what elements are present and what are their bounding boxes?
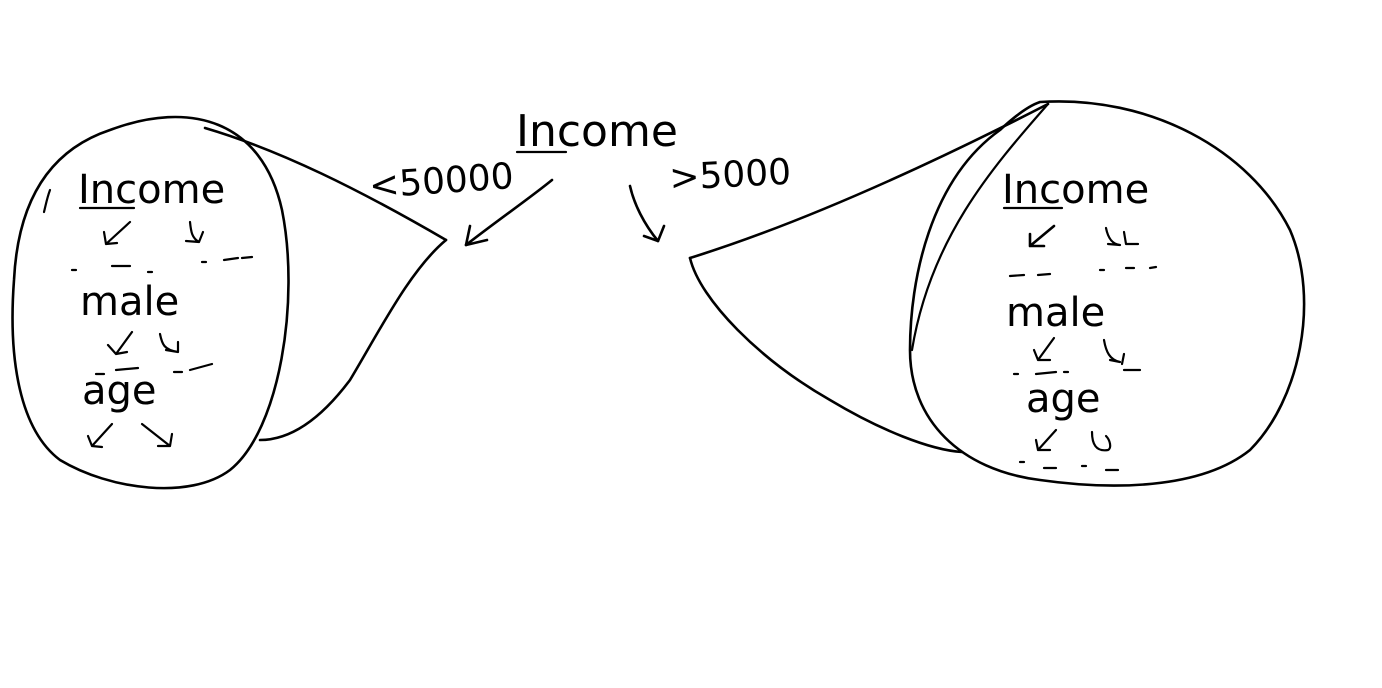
- left-edge-label: <50000: [368, 156, 515, 207]
- right-values-placeholder: [1008, 265, 1158, 278]
- right-values-placeholder: [1018, 460, 1120, 472]
- left-arrow-icon: [184, 220, 205, 244]
- left-callout-upper-edge: [203, 126, 448, 242]
- right-values-placeholder: [1012, 368, 1142, 376]
- right-branch-arrowhead: [642, 224, 666, 243]
- right-arrow-icon: [1032, 336, 1056, 362]
- root-node: Income: [515, 106, 678, 157]
- right-arrow-icon: [1104, 226, 1140, 247]
- right-arrow-icon: [1034, 428, 1058, 452]
- left-branch-arrowhead: [464, 224, 489, 247]
- left-sub-node-3: age: [82, 368, 157, 414]
- left-sub-node-2: male: [80, 279, 179, 325]
- left-arrow-icon: [86, 422, 114, 449]
- right-subtree-bubble: [908, 100, 1306, 487]
- left-arrow-icon: [140, 422, 174, 448]
- left-callout-lower-edge: [258, 238, 448, 442]
- left-branch-arrow: [464, 178, 554, 247]
- right-callout-upper-edge: [688, 102, 1050, 260]
- left-subtree-bubble: [11, 115, 290, 490]
- right-sub-node-2: male: [1006, 290, 1105, 336]
- right-branch-arrow: [628, 184, 660, 243]
- left-values-placeholder: [94, 362, 214, 376]
- right-sub-node-3: age: [1026, 376, 1101, 422]
- right-arrow-icon: [1090, 430, 1112, 452]
- left-bubble-stray-mark: [42, 188, 52, 214]
- left-arrow-icon: [158, 332, 180, 354]
- right-arrow-icon: [1102, 338, 1126, 366]
- left-arrow-icon: [102, 220, 132, 246]
- right-arrow-icon: [1028, 224, 1056, 248]
- left-arrow-icon: [106, 330, 134, 356]
- right-edge-label: >5000: [668, 152, 792, 199]
- right-sub-node-1: Income: [1002, 167, 1149, 213]
- left-values-placeholder: [70, 255, 254, 274]
- left-branch: <50000 Income male age: [11, 115, 554, 490]
- left-sub-node-1: Income: [78, 167, 225, 213]
- right-bubble-inner-edge: [910, 102, 1050, 352]
- root-label: Income: [516, 106, 678, 157]
- right-callout-lower-edge: [688, 256, 964, 454]
- right-branch: >5000 Income male age: [628, 100, 1306, 487]
